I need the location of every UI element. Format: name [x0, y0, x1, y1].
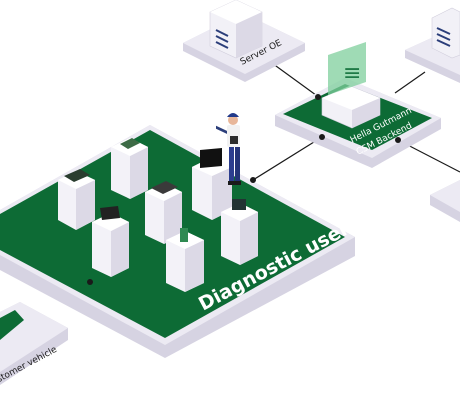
user-legs-right [235, 147, 240, 181]
top-right-server-tower [431, 7, 460, 59]
device-pedestals [58, 138, 258, 292]
pedestal-laptop [92, 206, 129, 277]
pedestal-tablet [58, 169, 95, 230]
tablet-device-icon [64, 169, 90, 182]
right-partial-slab-top [430, 180, 460, 212]
user-cap [227, 113, 239, 117]
platform-port [250, 177, 256, 183]
laptop-device-icon [100, 206, 120, 220]
backend-port-right [395, 137, 401, 143]
pedestal-adapter [166, 228, 204, 292]
server-oe-node[interactable]: Server OE [183, 0, 305, 135]
customer-vehicle-node[interactable]: Customer vehicle [0, 302, 68, 391]
pedestal-scanner [221, 199, 258, 265]
pedestal-diagnostic-unit [145, 181, 182, 244]
platform-port-bottom [87, 279, 93, 285]
diagnostic-platform-node[interactable]: Diagnostic user [0, 113, 355, 358]
right-partial-node[interactable] [430, 180, 460, 222]
diagnostic-unit-icon [151, 181, 178, 194]
server-oe-tower [209, 0, 263, 135]
adapter-device-icon [180, 228, 188, 242]
backend-hologram-icon: ≡ [343, 61, 361, 86]
user-tablet [230, 136, 238, 144]
hologram-logo-icon [200, 148, 222, 168]
backend-module: ≡ [321, 42, 381, 129]
pedestal-user [192, 148, 232, 220]
user-head [228, 115, 238, 125]
handheld-device-icon [120, 138, 140, 149]
user-legs-left [229, 147, 234, 181]
backend-hologram-panel [328, 42, 366, 95]
pedestal-handheld [111, 138, 148, 199]
scanner-device-icon [232, 199, 246, 210]
connector-backend-top-right [394, 71, 426, 94]
server-port [315, 94, 321, 100]
user-shoes [228, 181, 241, 185]
top-right-server-node[interactable] [405, 7, 460, 83]
backend-port [319, 134, 325, 140]
connector-platform-backend [252, 136, 323, 181]
diagnostic-user-figure [227, 113, 241, 185]
vehicle-green-pad [0, 310, 24, 340]
